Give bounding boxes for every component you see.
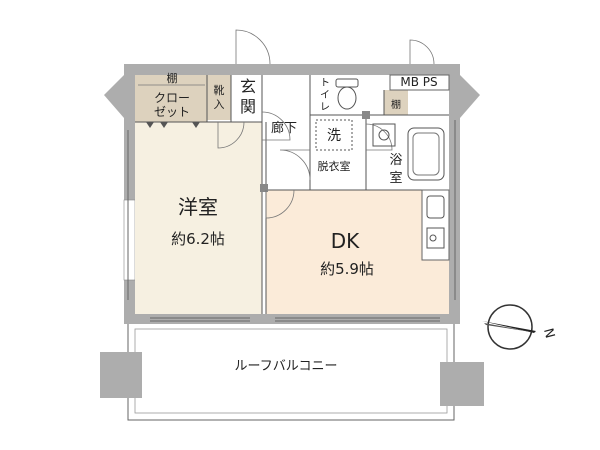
dk-size: 約5.9帖 xyxy=(320,260,374,278)
stove xyxy=(426,227,445,249)
balcony-pillar-left xyxy=(100,352,142,398)
mb-ps-label: MB PS xyxy=(400,75,437,89)
wall-corner-tr xyxy=(460,75,480,118)
closet-rail xyxy=(138,84,205,128)
bath-label-2: 室 xyxy=(389,170,402,186)
shoe-storage-floor xyxy=(207,75,231,120)
wash-basin xyxy=(372,123,396,147)
closet-label-1: クロー xyxy=(154,91,190,105)
balcony: ルーフバルコニー xyxy=(100,321,484,421)
windows xyxy=(127,120,456,322)
shelf-label: 棚 xyxy=(391,98,401,111)
toilet-floor xyxy=(310,75,384,115)
toilet-label-3: レ xyxy=(320,102,330,113)
western-room-name: 洋室 xyxy=(178,195,218,219)
washer-label: 洗 xyxy=(327,128,341,144)
closet-floor xyxy=(135,75,207,122)
doors xyxy=(217,29,435,219)
entrance-label-1: 玄 xyxy=(240,77,256,96)
bath-label-1: 浴 xyxy=(389,153,402,168)
kitchen xyxy=(421,189,450,261)
entrance-floor xyxy=(231,75,265,120)
balcony-pillar-right xyxy=(440,362,484,406)
dk-floor xyxy=(266,190,449,314)
hallway-floor xyxy=(262,75,310,190)
compass-north-label: N xyxy=(540,327,557,340)
shoes-label-2: 入 xyxy=(214,98,225,111)
toilet-fixture xyxy=(335,78,359,110)
toilet-label-2: イ xyxy=(320,90,330,101)
shoes-label-1: 靴 xyxy=(214,83,225,97)
toilet-label-1: ト xyxy=(320,78,330,89)
western-room-floor xyxy=(135,122,262,314)
wall-corner-tl xyxy=(104,75,124,118)
bathtub xyxy=(407,127,445,181)
labels: 洋室 約6.2帖 DK 約5.9帖 棚 クロー ゼット 靴 入 玄 関 ト イ … xyxy=(154,71,438,278)
closet-label-2: ゼット xyxy=(154,105,190,119)
compass-icon: N xyxy=(482,304,557,350)
dressing-label: 脱衣室 xyxy=(318,159,351,173)
balcony-label: ルーフバルコニー xyxy=(235,359,338,374)
shelf-floor xyxy=(384,90,408,115)
entrance-label-2: 関 xyxy=(240,97,256,116)
western-room-size: 約6.2帖 xyxy=(171,230,225,248)
hallway-label: 廊下 xyxy=(271,120,297,136)
mb-ps-box xyxy=(389,74,450,91)
washing-machine-space xyxy=(315,119,353,151)
closet-shelf-label: 棚 xyxy=(167,71,178,85)
dk-name: DK xyxy=(331,229,360,253)
sink xyxy=(426,195,445,219)
dressing-floor xyxy=(310,115,366,190)
